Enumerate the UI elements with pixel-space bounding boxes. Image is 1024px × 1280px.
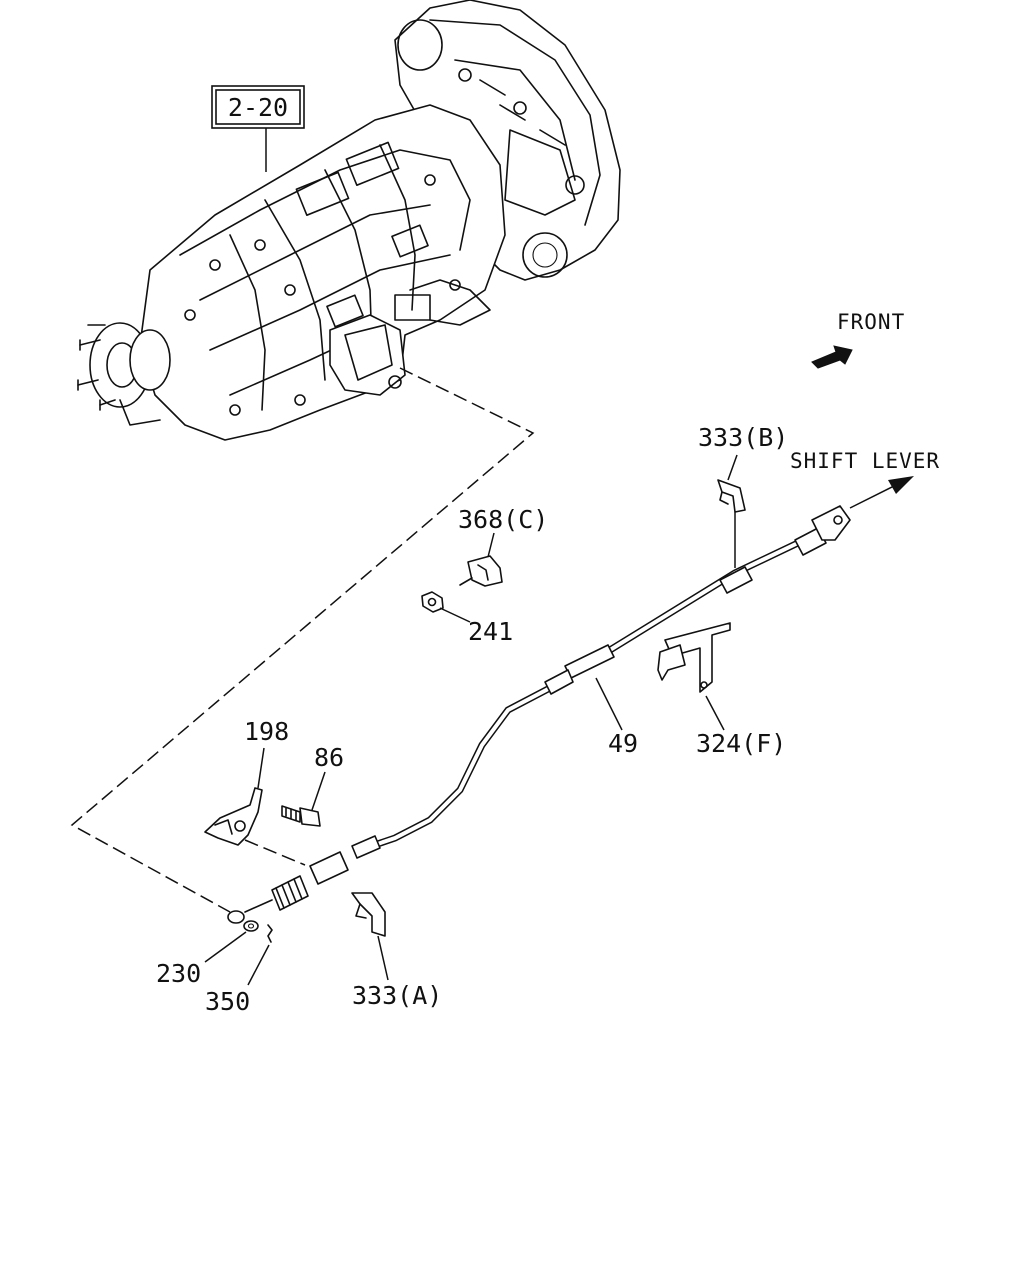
label-324f: 324(F) [696,729,786,758]
washer-230: 230 [156,920,259,988]
label-368c: 368(C) [458,505,548,534]
shift-lever-direction-arrow-icon [888,476,914,494]
label-shift-lever: SHIFT LEVER [790,449,940,473]
label-333a: 333(A) [352,981,442,1010]
label-230: 230 [156,959,201,988]
bracket-368c: 368(C) [458,505,548,587]
front-indicator: FRONT [811,310,905,369]
bracket-324f: 324(F) [657,622,786,758]
transmission-assembly [77,0,621,441]
label-2-20: 2-20 [228,93,288,122]
label-front: FRONT [837,310,905,334]
label-350: 350 [205,987,250,1016]
dashed-routing-line [70,367,535,913]
ref-box-2-20: 2-20 [211,85,305,172]
dashed-bracket-line [244,839,306,866]
label-333b: 333(B) [698,423,788,452]
clip-333a: 333(A) [351,892,442,1010]
label-198: 198 [244,717,289,746]
shift-cable-49 [227,505,851,924]
label-86: 86 [314,743,344,772]
front-direction-arrow-icon [811,345,853,369]
label-49: 49 [608,729,638,758]
shift-lever-indicator: SHIFT LEVER [790,449,940,509]
bracket-198: 198 [204,717,289,846]
clip-350: 350 [205,924,273,1016]
label-241: 241 [468,617,513,646]
leader-49 [595,677,623,731]
clip-333b: 333(B) [698,423,788,568]
nut-241: 241 [421,591,513,646]
bolt-86: 86 [281,743,344,827]
